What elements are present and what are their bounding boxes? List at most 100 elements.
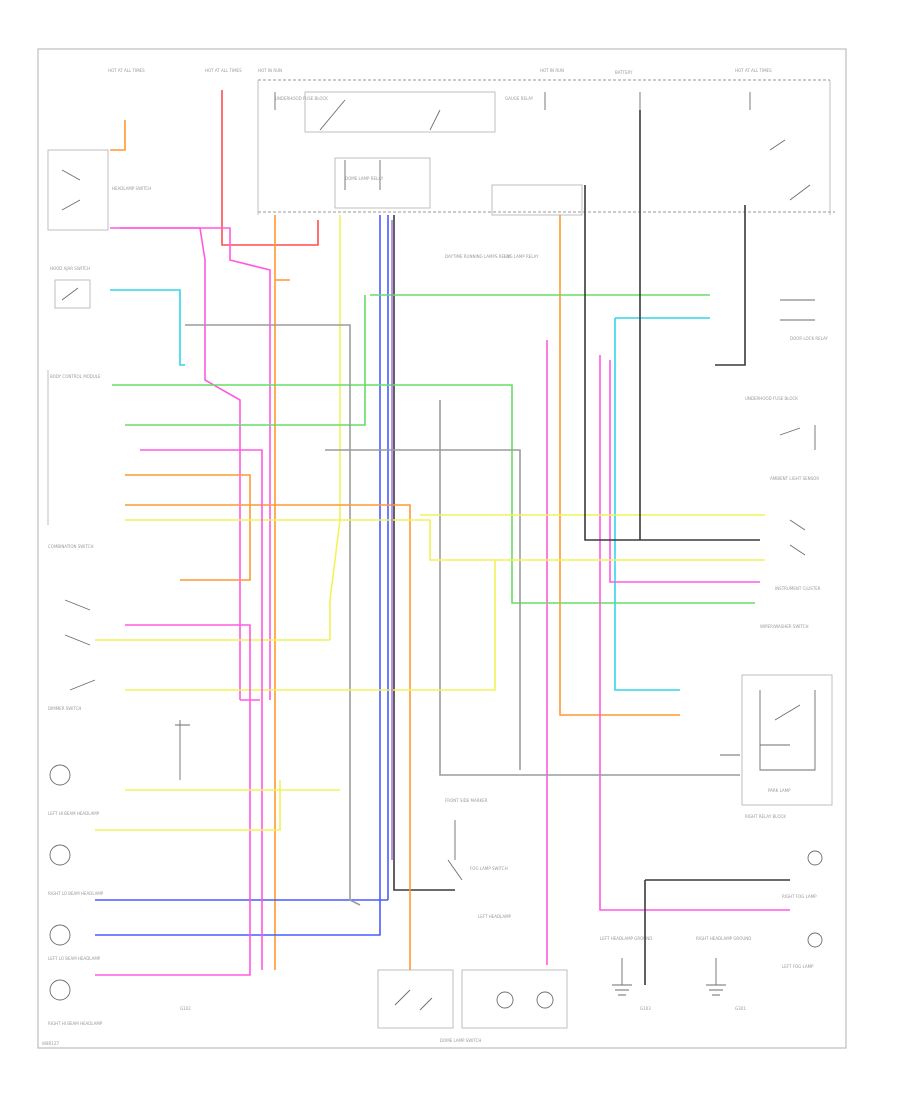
- wire-pink-26: [95, 624, 251, 976]
- wire-black-32: [644, 879, 790, 985]
- footer-code: W8R1Z7: [42, 1041, 60, 1046]
- relay-box-2: [334, 157, 431, 209]
- wire-yellow-29: [95, 780, 281, 831]
- hood-ajar-text: HOOD AJAR SWITCH: [50, 266, 90, 271]
- bcm-text: BODY CONTROL MODULE: [50, 374, 101, 379]
- fuse-label-5: BATTERY: [615, 70, 633, 75]
- door-lock-relay-contacts: [780, 299, 815, 321]
- relay-box-1: [304, 91, 496, 133]
- fuse-label-2: HOT AT ALL TIMES: [205, 68, 242, 73]
- wire-pink-27: [140, 449, 263, 970]
- right-relay-block-internals: [759, 690, 816, 771]
- left-fog-lamp-icon: [807, 932, 823, 948]
- dimmer-switch-text: DIMMER SWITCH: [48, 706, 81, 711]
- park-lamp-text: PARK LAMP: [768, 788, 791, 793]
- hood-ajar-contact: [61, 287, 79, 301]
- wire-pink-2: [110, 227, 260, 701]
- wire-orange-4: [110, 120, 290, 970]
- wire-black-34: [715, 205, 746, 366]
- wire-blue-7: [95, 215, 389, 901]
- bottom-switch-label: DOME LAMP SWITCH: [440, 1038, 481, 1043]
- front-side-marker-text: FRONT SIDE MARKER: [445, 798, 488, 803]
- fuse-label-4: HOT IN RUN: [540, 68, 564, 73]
- wire-pink-16: [599, 355, 790, 911]
- left-hi-beam-headlamp-icon: [49, 764, 71, 786]
- right-hi-beam-headlamp-icon: [49, 979, 71, 1001]
- bottom-lamp-icon-2: [536, 991, 554, 1009]
- ambient-light-sensor-text: AMBIENT LIGHT SENSOR: [770, 476, 819, 481]
- wire-orange-22: [125, 504, 411, 970]
- wire-yellow-5: [95, 215, 341, 641]
- front-side-marker-contacts: [447, 820, 463, 881]
- bottom-lamp-icon-1: [496, 991, 514, 1009]
- relay-coils: [344, 160, 381, 190]
- left-headlamp-ground-symbol: [612, 958, 632, 996]
- instrument-cluster-contacts: [789, 519, 806, 556]
- dome-lamp-switch-contacts: [394, 989, 433, 1011]
- fuse-text-1: UNDERHOOD FUSE BLOCK: [275, 96, 328, 101]
- g301-text: G301: [735, 1006, 746, 1011]
- wire-blue-6: [95, 215, 381, 936]
- relay-box-3: [491, 184, 583, 216]
- wire-gray-18: [185, 324, 361, 906]
- door-lock-relay-text: DOOR LOCK RELAY: [790, 336, 828, 341]
- fuse-text-4: DAYTIME RUNNING LAMPS RELAY: [445, 254, 512, 259]
- right-components: UNDERHOOD FUSE BLOCK DOOR LOCK RELAY AMB…: [600, 299, 833, 1011]
- wire-pink-3: [120, 227, 271, 700]
- right-relay-block-box: [741, 674, 833, 806]
- wire-yellow-25: [125, 560, 496, 691]
- fuse-switches: [769, 139, 811, 201]
- fuse-label-1: HOT AT ALL TIMES: [108, 68, 145, 73]
- combination-switch-text: COMBINATION SWITCH: [48, 544, 93, 549]
- left-components: HEADLAMP SWITCH HOOD AJAR SWITCH BODY CO…: [42, 149, 191, 1046]
- headlamp-switch-text: HEADLAMP SWITCH: [112, 186, 151, 191]
- wire-orange-9: [559, 215, 680, 716]
- dimmer-switch-contacts: [175, 720, 190, 780]
- left-fog-lamp-text: LEFT FOG LAMP: [782, 964, 814, 969]
- wire-red-1: [221, 90, 319, 246]
- headlamp-switch-box: [47, 149, 109, 231]
- wire-black-8: [393, 215, 455, 891]
- fog-lamp-switch-text: FOG LAMP SWITCH: [470, 866, 508, 871]
- top-fuse-area: HOT AT ALL TIMES HOT AT ALL TIMES HOT IN…: [108, 68, 835, 259]
- diagram-frame: [37, 48, 847, 1049]
- underhood-fuse-right: UNDERHOOD FUSE BLOCK: [745, 396, 798, 401]
- wire-black-30: [584, 185, 760, 541]
- headlamp-switch-contacts: [61, 169, 81, 211]
- right-relay-block-text: RIGHT RELAY BLOCK: [745, 814, 786, 819]
- right-lo-beam-text: RIGHT LO BEAM HEADLAMP: [48, 891, 104, 896]
- right-fog-lamp-icon: [807, 850, 823, 866]
- left-hi-beam-text: LEFT HI BEAM HEADLAMP: [48, 811, 100, 816]
- g103-text: G103: [640, 1006, 651, 1011]
- wire-gray-20: [439, 400, 740, 776]
- left-lo-beam-headlamp-icon: [49, 924, 71, 946]
- wire-cyan-11: [110, 289, 185, 366]
- dome-lamp-switch-box: [377, 969, 454, 1029]
- wiper-washer-text: WIPER/WASHER SWITCH: [760, 624, 808, 629]
- right-fog-lamp-text: RIGHT FOG LAMP: [782, 894, 817, 899]
- bottom-relay-box: [461, 969, 568, 1029]
- wires: [95, 90, 790, 985]
- left-headlamp-text: LEFT HEADLAMP: [478, 914, 512, 919]
- wire-pink-17: [609, 360, 760, 583]
- fuse-symbols: [274, 92, 751, 110]
- wire-orange-21: [125, 474, 251, 581]
- left-lo-beam-text: LEFT LO BEAM HEADLAMP: [48, 956, 101, 961]
- wire-green-14: [125, 295, 366, 426]
- right-lo-beam-headlamp-icon: [49, 844, 71, 866]
- wire-yellow-24: [125, 519, 765, 561]
- g102-text: G102: [180, 1006, 191, 1011]
- instrument-cluster-text: INSTRUMENT CLUSTER: [775, 586, 821, 591]
- combination-switch-contacts: [64, 599, 96, 691]
- bottom-center: FRONT SIDE MARKER FOG LAMP SWITCH LEFT H…: [377, 798, 568, 1043]
- fuse-text-5: FOG LAMP RELAY: [504, 254, 539, 259]
- fuse-text-2: GAUGE RELAY: [505, 96, 534, 101]
- relay-contacts: [319, 99, 441, 131]
- left-headlamp-ground-text: LEFT HEADLAMP GROUND: [600, 936, 652, 941]
- right-headlamp-ground-text: RIGHT HEADLAMP GROUND: [696, 936, 751, 941]
- right-hi-beam-text: RIGHT HI BEAM HEADLAMP: [48, 1021, 103, 1026]
- right-headlamp-ground-symbol: [706, 958, 726, 996]
- wire-green-12: [112, 384, 755, 604]
- wire-gray-19: [325, 449, 521, 770]
